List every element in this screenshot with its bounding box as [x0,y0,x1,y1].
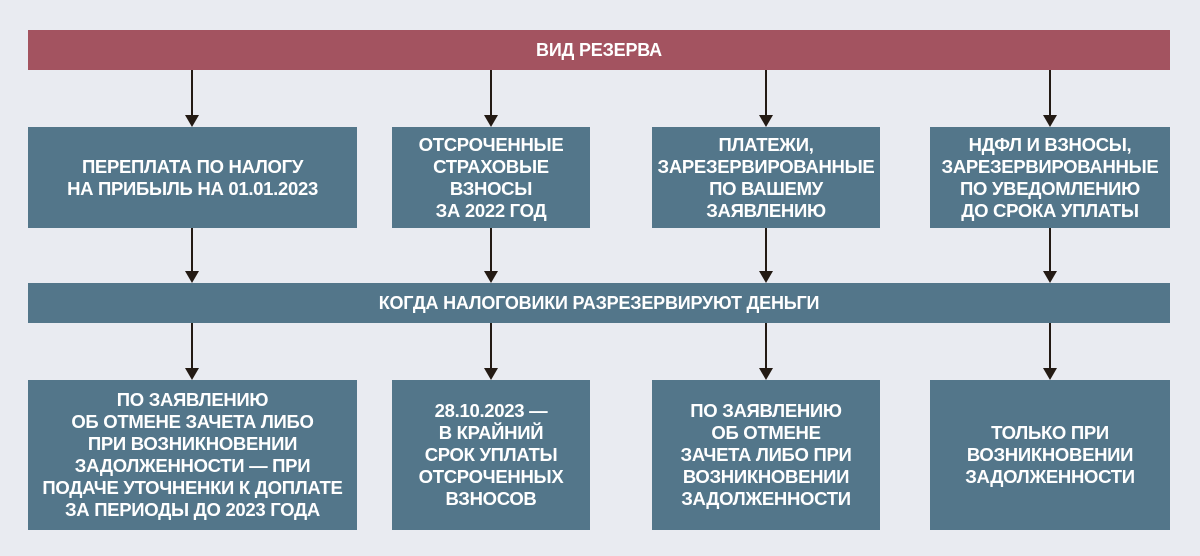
down-arrow-icon [185,323,199,380]
release-condition-box: 28.10.2023 — В КРАЙНИЙ СРОК УПЛАТЫ ОТСРО… [392,380,590,530]
down-arrow-icon [484,70,498,127]
header-reserve-type: ВИД РЕЗЕРВА [28,30,1170,70]
down-arrow-icon [759,228,773,283]
release-condition-box: ПО ЗАЯВЛЕНИЮ ОБ ОТМЕНЕ ЗАЧЕТА ЛИБО ПРИ В… [28,380,357,530]
down-arrow-icon [1043,70,1057,127]
down-arrow-icon [185,70,199,127]
middle-header: КОГДА НАЛОГОВИКИ РАЗРЕЗЕРВИРУЮТ ДЕНЬГИ [28,283,1170,323]
down-arrow-icon [759,323,773,380]
reserve-type-box: ПЕРЕПЛАТА ПО НАЛОГУ НА ПРИБЫЛЬ НА 01.01.… [28,127,357,228]
release-condition-box: ПО ЗАЯВЛЕНИЮ ОБ ОТМЕНЕ ЗАЧЕТА ЛИБО ПРИ В… [652,380,880,530]
down-arrow-icon [759,70,773,127]
down-arrow-icon [185,228,199,283]
down-arrow-icon [1043,323,1057,380]
reserve-type-box: ОТСРОЧЕННЫЕ СТРАХОВЫЕ ВЗНОСЫ ЗА 2022 ГОД [392,127,590,228]
down-arrow-icon [484,228,498,283]
reserve-type-box: НДФЛ И ВЗНОСЫ, ЗАРЕЗЕРВИРОВАННЫЕ ПО УВЕД… [930,127,1170,228]
down-arrow-icon [1043,228,1057,283]
down-arrow-icon [484,323,498,380]
release-condition-box: ТОЛЬКО ПРИ ВОЗНИКНОВЕНИИ ЗАДОЛЖЕННОСТИ [930,380,1170,530]
reserve-type-box: ПЛАТЕЖИ, ЗАРЕЗЕРВИРОВАННЫЕ ПО ВАШЕМУ ЗАЯ… [652,127,880,228]
